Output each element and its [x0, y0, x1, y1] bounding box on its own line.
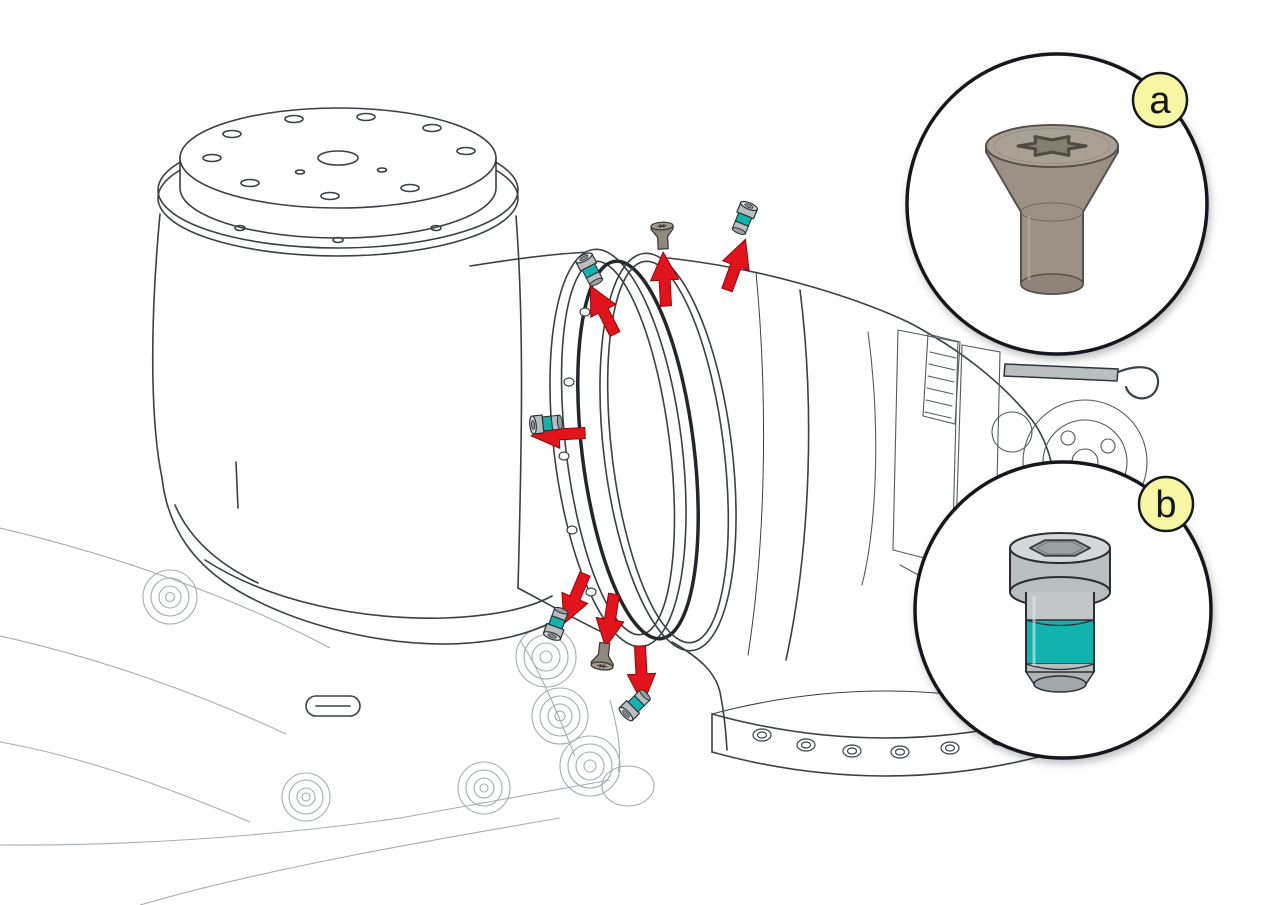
callout-a: a	[905, 52, 1209, 356]
callout-a-badge: a	[1131, 71, 1189, 129]
callout-a-screw-detail	[985, 124, 1119, 295]
callout-b-badge: b	[1137, 475, 1195, 533]
folded-arm-background-line-art	[0, 527, 655, 905]
connector-boss-stack	[281, 772, 331, 822]
badge-circle-b	[1137, 475, 1195, 533]
callout-b-screw-detail	[1009, 532, 1111, 693]
connector-boss-stack	[457, 761, 511, 815]
loose-screw-b	[729, 199, 760, 238]
callout-label-b: b	[1155, 484, 1176, 526]
torx-recess	[1016, 135, 1088, 157]
tool-flange-disc	[157, 107, 519, 257]
callout-label-a: a	[1149, 80, 1171, 122]
loose-screw-b	[541, 604, 572, 643]
connector-boss-stack	[559, 735, 621, 797]
connector-boss-stack	[142, 569, 198, 625]
connector-boss-stack	[531, 687, 589, 745]
loose-screw-a	[590, 641, 617, 672]
base-bolt-holes	[752, 728, 1010, 759]
wrist-cylinder-body	[151, 213, 553, 717]
threadlock-band	[1025, 619, 1095, 665]
badge-circle-a	[1131, 71, 1189, 129]
removal-arrow-up-right	[713, 233, 760, 296]
loose-screw-a	[650, 221, 675, 251]
callout-b: b	[913, 460, 1213, 760]
